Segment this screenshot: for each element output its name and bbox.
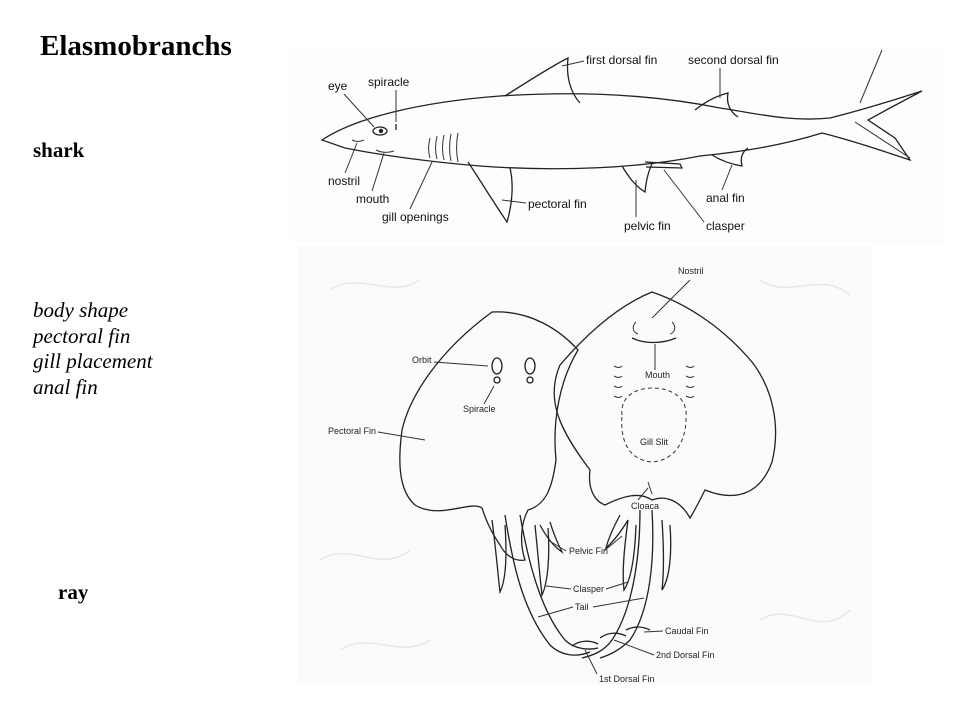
ray-orbit — [491, 357, 503, 375]
shark-pelvic-fin-label: pelvic fin — [624, 219, 671, 233]
shark-first-dorsal-fin-label: first dorsal fin — [586, 53, 657, 67]
ray-ventral-pelvic-fin — [604, 514, 629, 550]
ray-tail-label: Tail — [575, 602, 589, 612]
ray-dorsal-body — [399, 311, 579, 561]
shark-eye-label: eye — [328, 79, 348, 93]
shark-second-dorsal-fin-label: second dorsal fin — [688, 53, 779, 67]
ray-pelvic-fin-label: Pelvic Fin — [569, 546, 608, 556]
ray-pectoral-fin-label: Pectoral Fin — [328, 426, 376, 436]
feature-item: body shape — [33, 298, 129, 322]
shark-body-outline — [320, 90, 923, 170]
shark-anal-fin — [711, 147, 749, 167]
shark-second-dorsal-fin — [694, 92, 739, 118]
ray-spiracle-label: Spiracle — [463, 404, 496, 414]
shark-clasper-label: clasper — [706, 219, 745, 233]
feature-list: body shape pectoral fin gill placement a… — [33, 298, 153, 400]
shark-mouth — [375, 149, 395, 153]
ray-clasper-label: Clasper — [573, 584, 604, 594]
ray-label: ray — [58, 580, 89, 604]
ray-background-texture — [319, 279, 851, 651]
ray-nostril-label: Nostril — [678, 266, 704, 276]
shark-clasper — [644, 161, 684, 169]
ray-dorsal-pelvic-fin — [539, 521, 564, 554]
shark-first-dorsal-fin — [504, 56, 581, 104]
shark-pectoral-fin-label: pectoral fin — [528, 197, 587, 211]
ray-ventral-clasper — [622, 519, 637, 592]
shark-mouth-label: mouth — [356, 192, 389, 206]
shark-eye — [372, 126, 388, 136]
shark-gill-openings — [428, 132, 459, 163]
ray-cloaca — [647, 481, 653, 495]
ray-nostril — [632, 321, 639, 335]
slide-title: Elasmobranchs — [40, 30, 232, 62]
shark-tail-upper-line — [859, 49, 883, 104]
shark-nostril-label: nostril — [328, 174, 360, 188]
shark-image-background — [290, 48, 945, 243]
ray-second-dorsal-fin-label: 2nd Dorsal Fin — [656, 650, 715, 660]
feature-item: anal fin — [33, 374, 98, 399]
ray-first-dorsal-fin-label: 1st Dorsal Fin — [599, 674, 655, 684]
ray-gill-slits — [613, 365, 695, 398]
ray-dorsal-clasper — [491, 519, 507, 595]
ray-gill-region — [621, 387, 687, 463]
ray-mouth — [631, 337, 677, 344]
shark-gill-openings-label: gill openings — [382, 210, 449, 224]
ray-second-dorsal-fin — [599, 632, 627, 639]
ray-caudal-fin-label: Caudal Fin — [665, 626, 709, 636]
ray-image-background — [298, 246, 872, 684]
ray-ventral-tail — [581, 509, 641, 659]
feature-item: gill placement — [33, 349, 153, 373]
ray-first-dorsal-fin — [571, 640, 599, 647]
ray-dorsal-tail — [504, 514, 591, 656]
shark-anal-fin-label: anal fin — [706, 191, 745, 205]
shark-spiracle-label: spiracle — [368, 75, 410, 89]
feature-item: pectoral fin — [33, 323, 131, 348]
ray-orbit-label: Orbit — [412, 355, 432, 365]
shark-tail-detail — [854, 121, 911, 159]
ray-caudal-fin — [625, 626, 651, 631]
ray-spiracle — [493, 376, 501, 384]
ray-gill-slit-label: Gill Slit — [640, 437, 669, 447]
ray-cloaca-label: Cloaca — [631, 501, 659, 511]
ray-ventral-body — [553, 291, 777, 520]
ray-mouth-label: Mouth — [645, 370, 670, 380]
shark-eye-pupil — [378, 128, 384, 134]
shark-label: shark — [33, 138, 85, 162]
shark-nostril — [351, 139, 365, 142]
shark-pelvic-fin — [621, 163, 653, 194]
shark-pectoral-fin — [467, 161, 513, 224]
